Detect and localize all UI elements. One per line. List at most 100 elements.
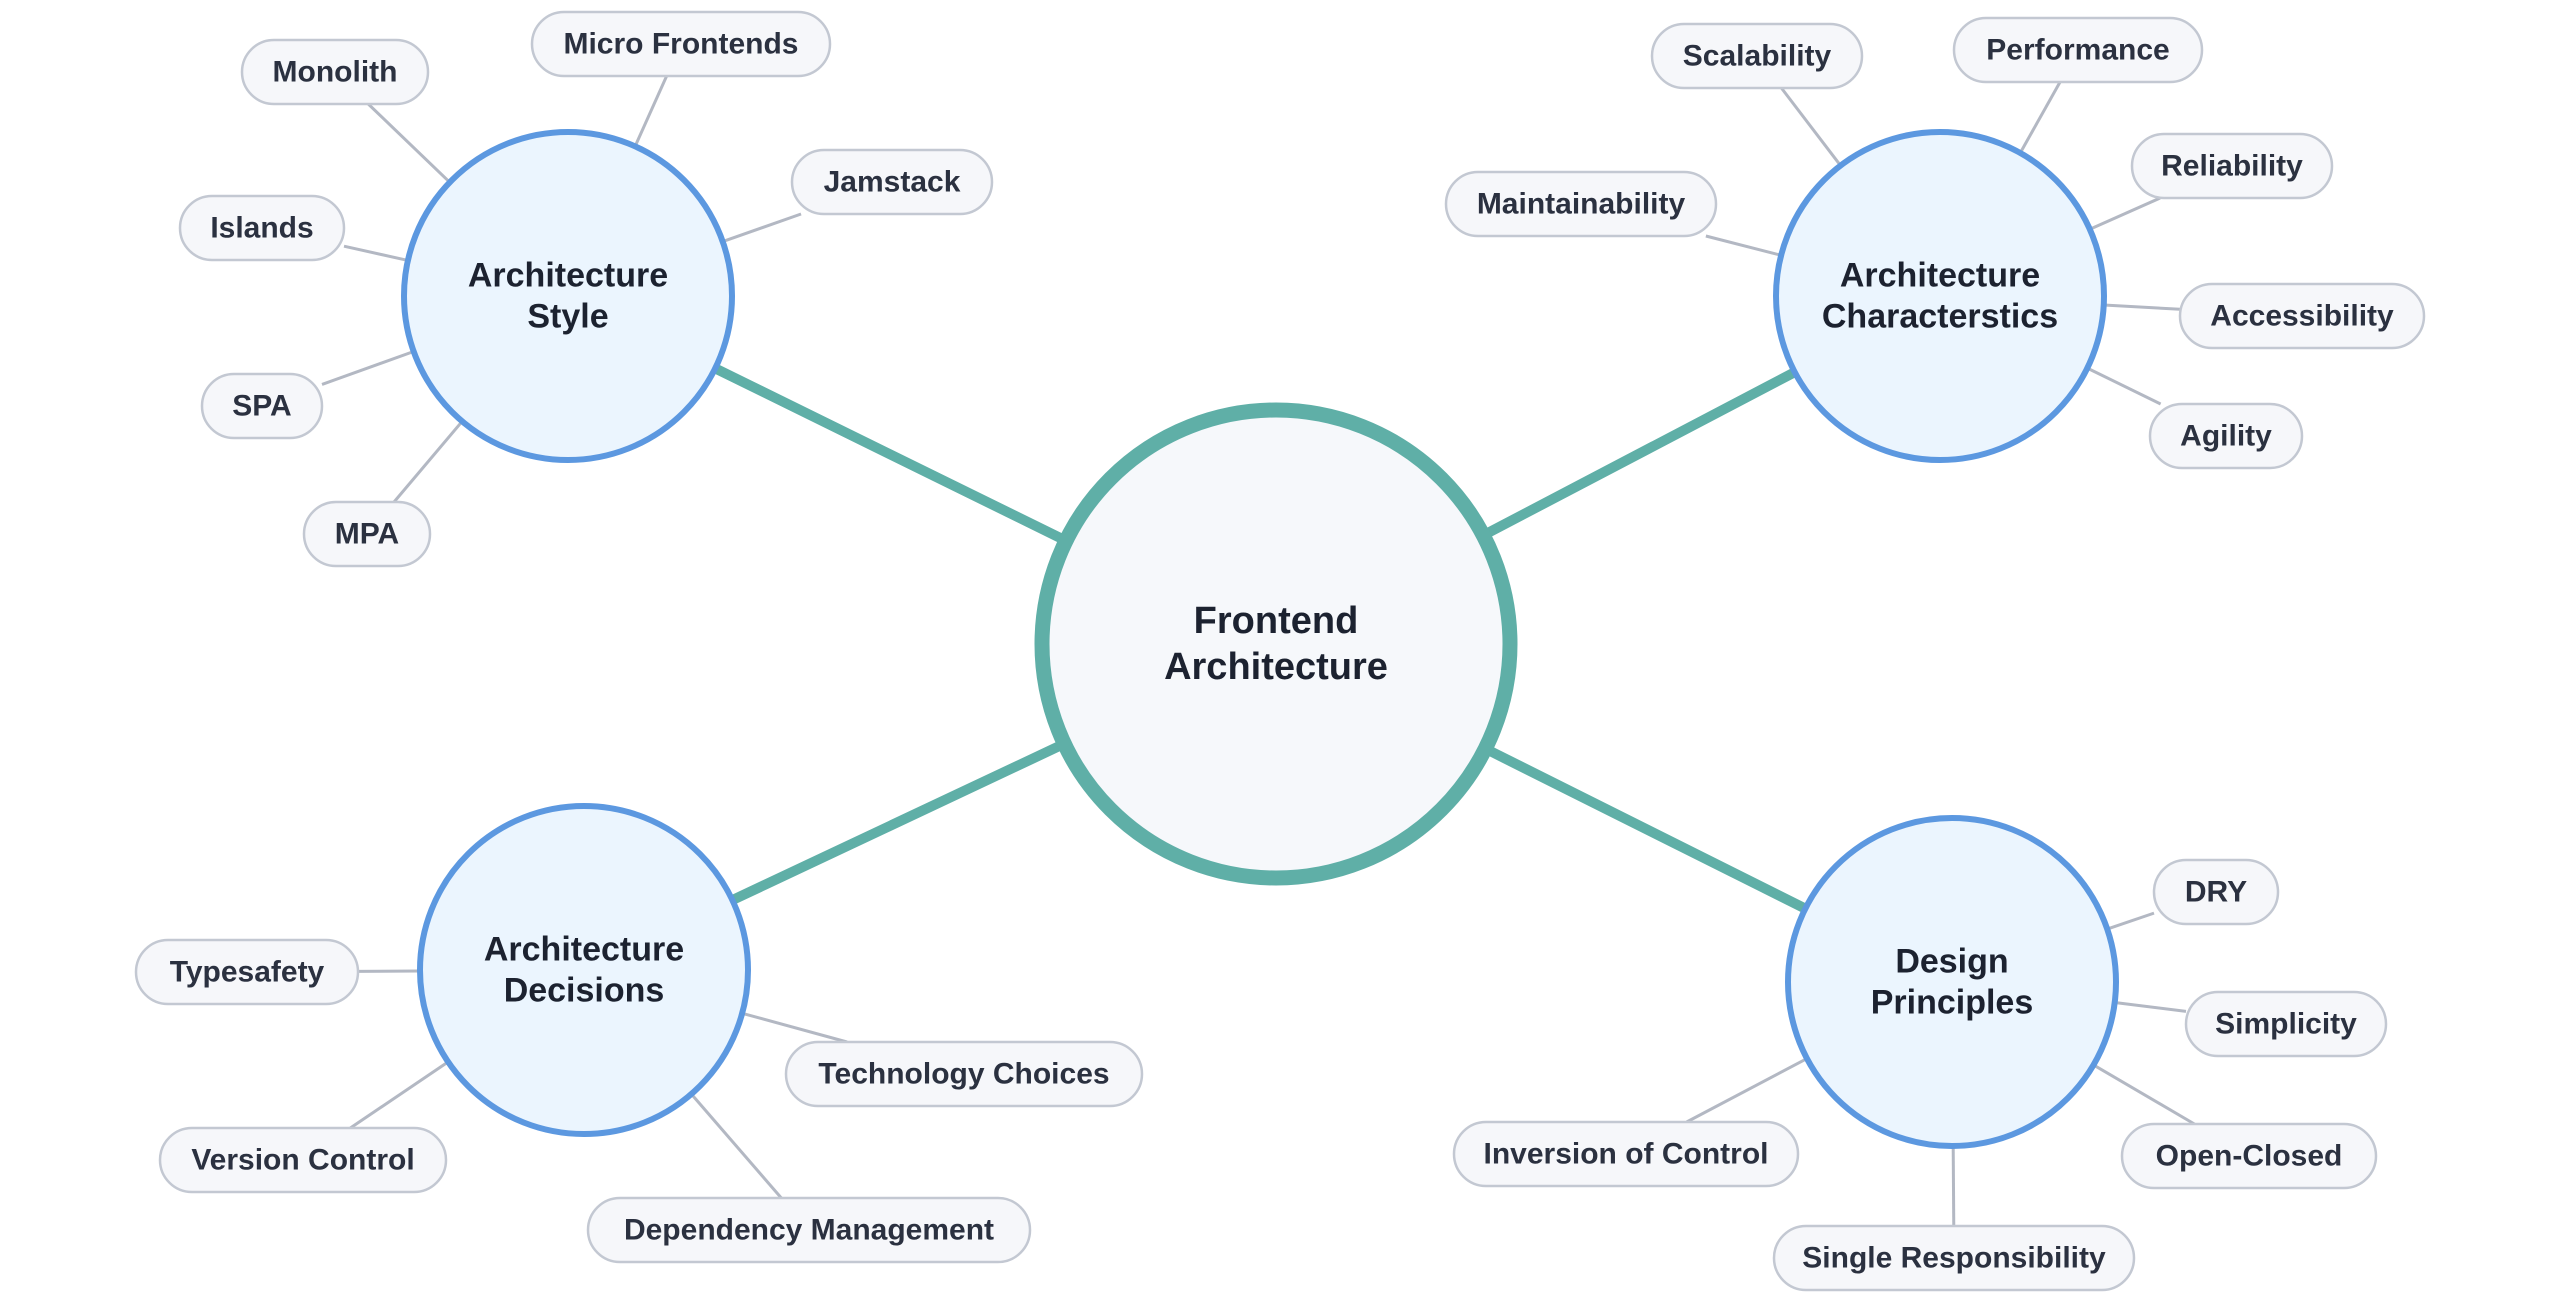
leaf-pill	[2152, 858, 2280, 926]
leaf-edge-single-responsibility	[1951, 1145, 1956, 1227]
leaf-pill	[2130, 132, 2334, 200]
hub-label-line: Decisions	[504, 972, 665, 1010]
leaf-edges	[321, 75, 2196, 1227]
leaf-label: Islands	[210, 212, 313, 245]
leaf-node-micro-frontends: Micro Frontends	[530, 10, 832, 78]
leaf-node-spa: SPA	[200, 372, 324, 440]
leaf-edge-maintainability	[1705, 234, 1782, 257]
branch-architecture-characteristics: Scalability PerformanceReliabilityMaintai…	[1444, 16, 2426, 470]
hub-label-line: Principles	[1871, 984, 2034, 1022]
leaf-label: Open-Closed	[2156, 1140, 2343, 1173]
leaf-node-typesafety: Typesafety	[134, 938, 360, 1006]
leaf-label: Agility	[2180, 420, 2272, 453]
leaf-edge-monolith	[367, 102, 451, 184]
leaf-label: MPA	[335, 518, 399, 551]
leaf-node-jamstack: Jamstack	[790, 148, 994, 216]
leaf-pill	[1952, 16, 2204, 84]
leaf-pill	[200, 372, 324, 440]
leaf-pill	[790, 148, 994, 216]
leaf-pill	[302, 500, 432, 568]
leaf-edge-jamstack	[722, 212, 802, 243]
hub-label-line: Style	[527, 298, 608, 336]
leaf-node-maintainability: Maintainability	[1444, 170, 1718, 238]
leaf-label: Single Responsibility	[1802, 1242, 2106, 1275]
leaf-label: Reliability	[2161, 150, 2303, 183]
leaf-node-simplicity: Simplicity	[2184, 990, 2388, 1058]
leaf-pill	[1650, 22, 1864, 90]
leaf-node-islands: Islands	[178, 194, 346, 262]
leaf-label: Technology Choices	[818, 1058, 1109, 1091]
leaf-edge-scalability	[1780, 87, 1842, 167]
hub-label-line: Architecture	[1840, 257, 2040, 295]
leaf-pill	[158, 1126, 448, 1194]
leaf-label: Inversion of Control	[1484, 1138, 1769, 1171]
leaf-pill	[1772, 1224, 2136, 1292]
leaf-pill	[530, 10, 832, 78]
branch-architecture-style: Monolith Micro FrontendsJamstackIslandsSP…	[178, 10, 994, 568]
leaf-edge-simplicity	[2114, 1000, 2187, 1013]
leaf-pill	[178, 194, 346, 262]
leaf-label: DRY	[2185, 876, 2247, 909]
hub-label-line: Architecture	[484, 931, 684, 969]
leaf-edge-dependency-management	[690, 1093, 783, 1199]
leaf-edge-dry	[2106, 911, 2155, 931]
hub-circle	[1785, 815, 2119, 1149]
hub-circle	[417, 803, 751, 1137]
leaf-pill	[240, 38, 430, 106]
leaf-node-mpa: MPA	[302, 500, 432, 568]
leaf-node-scalability: Scalability	[1650, 22, 1864, 90]
leaf-label: Performance	[1986, 34, 2169, 67]
leaf-pill	[1444, 170, 1718, 238]
leaf-pill	[2178, 282, 2426, 350]
leaf-edge-inversion-of-control	[1685, 1057, 1808, 1124]
leaf-node-version-control: Version Control	[158, 1126, 448, 1194]
leaf-label: Jamstack	[824, 166, 961, 199]
leaf-label: Monolith	[273, 56, 398, 89]
leaf-pill	[2184, 990, 2388, 1058]
leaf-label: Scalability	[1683, 40, 1832, 73]
leaf-pill	[2148, 402, 2304, 470]
leaf-label: Micro Frontends	[563, 28, 798, 61]
leaf-node-monolith: Monolith	[240, 38, 430, 106]
trunk-edge-design-principles	[1485, 746, 1809, 913]
leaf-pill	[2120, 1122, 2378, 1190]
hub-label-line: Design	[1895, 943, 2008, 981]
leaf-node-dependency-management: Dependency Management	[586, 1196, 1032, 1264]
leaf-label: Simplicity	[2215, 1008, 2357, 1041]
leaf-edge-open-closed	[2092, 1063, 2196, 1126]
leaf-pill	[134, 938, 360, 1006]
trunk-edge-architecture-style	[711, 364, 1066, 544]
leaf-label: Dependency Management	[624, 1214, 994, 1247]
leaf-label: Typesafety	[170, 956, 325, 989]
leaf-label: Version Control	[191, 1144, 414, 1177]
leaf-pill	[784, 1040, 1144, 1108]
leaf-node-performance: Performance	[1952, 16, 2204, 84]
leaf-label: SPA	[232, 390, 291, 423]
leaf-node-reliability: Reliability	[2130, 132, 2334, 200]
leaf-node-open-closed: Open-Closed	[2120, 1122, 2378, 1190]
leaf-pill	[1452, 1120, 1800, 1188]
leaf-edge-technology-choices	[741, 1011, 848, 1044]
leaf-edge-micro-frontends	[633, 75, 669, 147]
leaf-node-single-responsibility: Single Responsibility	[1772, 1224, 2136, 1292]
leaf-node-agility: Agility	[2148, 402, 2304, 470]
leaf-edge-accessibility	[2103, 303, 2181, 311]
leaf-edge-version-control	[349, 1060, 449, 1130]
root-label-line: Architecture	[1164, 646, 1388, 688]
hub-circle	[401, 129, 735, 463]
leaf-pill	[586, 1196, 1032, 1264]
leaf-edge-performance	[2018, 81, 2062, 154]
